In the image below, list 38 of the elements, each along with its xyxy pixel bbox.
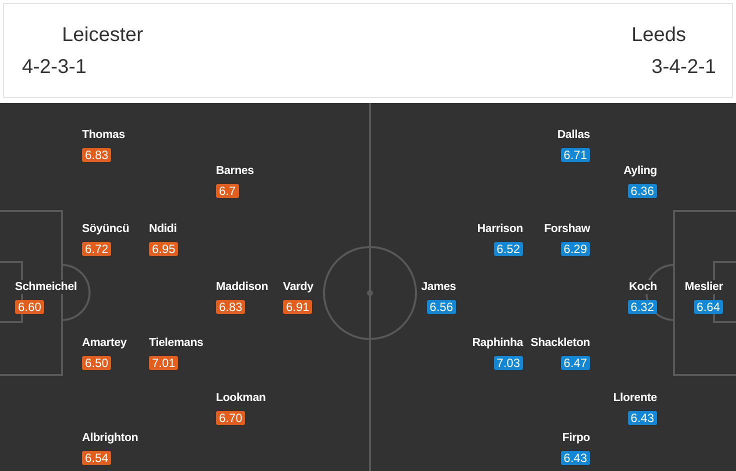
player-name: Meslier <box>684 280 723 294</box>
player-name: Koch <box>629 280 657 294</box>
player-name: Schmeichel <box>15 280 77 294</box>
rating-badge: 7.01 <box>149 356 178 370</box>
rating-badge: 6.7 <box>216 184 239 198</box>
formation: 3-4-2-1 <box>652 55 716 79</box>
rating-badge: 6.32 <box>628 300 657 314</box>
rating-badge: 6.47 <box>560 356 590 370</box>
player-name: Amartey <box>82 336 127 350</box>
rating-badge: 6.54 <box>82 451 112 465</box>
rating-badge: 7.03 <box>494 356 523 370</box>
rating-badge: 6.56 <box>426 300 456 314</box>
rating-badge: 6.29 <box>560 242 590 256</box>
rating-badge: 6.50 <box>82 356 112 370</box>
team-name: Leeds <box>632 23 686 47</box>
rating-badge: 6.52 <box>494 242 523 256</box>
football-pitch <box>0 103 736 471</box>
player-name: Firpo <box>562 431 590 445</box>
player-name: Ayling <box>623 164 657 178</box>
rating-badge: 6.43 <box>560 451 590 465</box>
player-name: Raphinha <box>472 336 523 350</box>
rating-badge: 6.60 <box>15 300 44 314</box>
player-name: Albrighton <box>82 431 138 445</box>
rating-badge: 6.83 <box>82 148 112 162</box>
rating-badge: 6.71 <box>560 148 590 162</box>
team-name: Leicester <box>62 23 144 47</box>
rating-badge: 6.83 <box>216 300 246 314</box>
rating-badge: 6.95 <box>149 242 178 256</box>
rating-badge: 6.70 <box>216 411 246 425</box>
rating-badge: 6.64 <box>694 300 723 314</box>
formation: 4-2-3-1 <box>22 55 86 79</box>
player-name: Söyüncü <box>82 222 130 236</box>
rating-badge: 6.91 <box>283 300 312 314</box>
rating-badge: 6.36 <box>628 184 657 198</box>
team-header-card <box>3 3 733 98</box>
player-name: Vardy <box>283 280 314 294</box>
rating-badge: 6.72 <box>82 242 112 256</box>
rating-badge: 6.43 <box>628 411 657 425</box>
